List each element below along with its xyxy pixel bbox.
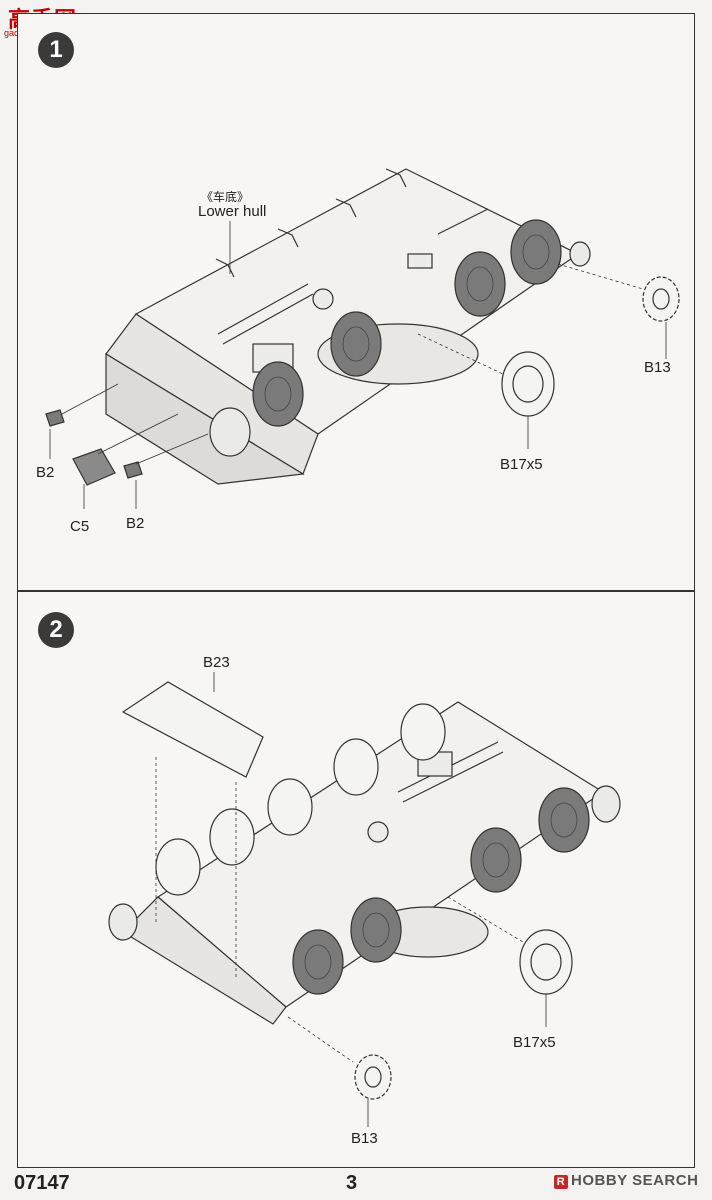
product-code: 07147: [14, 1172, 70, 1194]
step-2-badge: 2: [38, 612, 74, 648]
part-b2-right-label: B2: [126, 515, 145, 532]
part-b17-label: B17x5: [500, 456, 543, 473]
step-1-panel: 1: [17, 13, 695, 591]
part-b17-label-2: B17x5: [513, 1034, 556, 1051]
step-1-drawing: [45, 168, 680, 509]
part-b23-label: B23: [203, 654, 230, 671]
lower-hull-label-cn: 《车底》: [201, 190, 250, 204]
page-number: 3: [346, 1172, 358, 1194]
step-2-drawing: [108, 672, 621, 1127]
part-b23-plate: [121, 681, 264, 778]
step-2-panel: 2: [17, 591, 695, 1168]
hull-side-2: [122, 896, 287, 1025]
part-c5-label: C5: [70, 518, 90, 535]
registered-icon: R: [554, 1175, 568, 1189]
lower-hull-label: Lower hull: [198, 203, 267, 220]
part-b2-left-label: B2: [36, 464, 55, 481]
step-1-badge: 1: [38, 32, 74, 68]
part-b13-label-2: B13: [351, 1130, 378, 1147]
watermark-text: HOBBY SEARCH: [571, 1172, 699, 1189]
part-b13-label: B13: [644, 359, 671, 376]
